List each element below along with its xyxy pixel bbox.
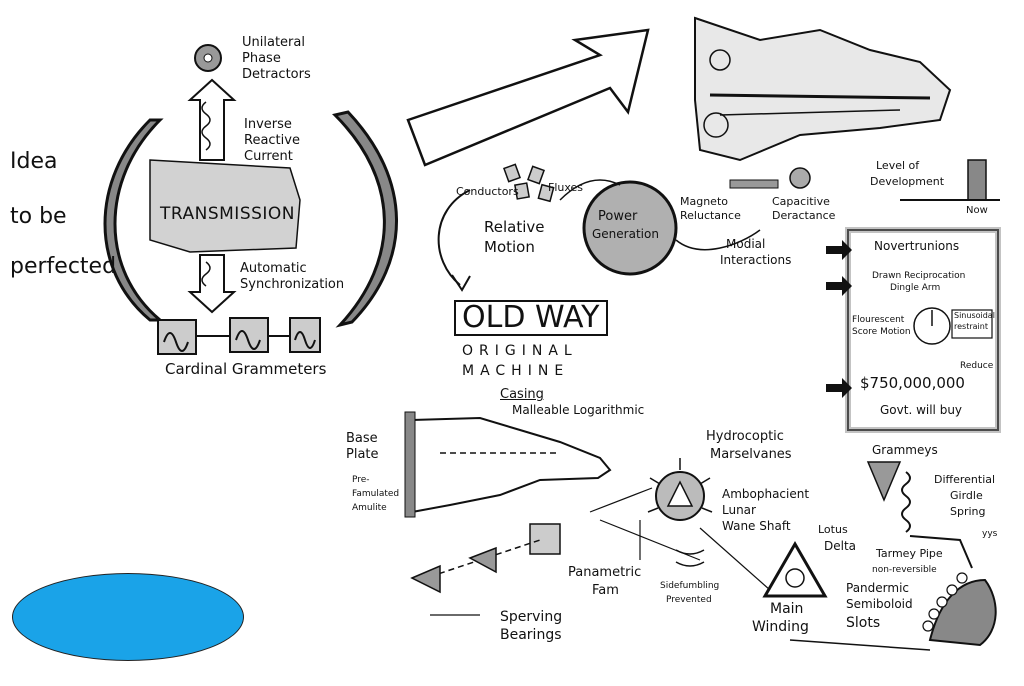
automatic-line1: Automatic (240, 261, 307, 276)
govt-label: Govt. will buy (880, 403, 963, 417)
hydrocoptic-line2: Marselvanes (710, 447, 792, 462)
panametric-line2: Fam (592, 583, 619, 598)
ambophacient-line1: Ambophacient (722, 487, 810, 501)
pandermic-line1: Pandermic (846, 581, 909, 595)
modial-line2: Interactions (720, 253, 792, 267)
sinusoidal-line1: Sinusoidal (954, 311, 995, 320)
cardinal-label: Cardinal Grammeters (165, 360, 327, 378)
magneto-line2: Reluctance (680, 209, 741, 222)
idea-text-3: perfected (10, 254, 117, 279)
left-bracket-shape (103, 118, 165, 322)
machine-label: MACHINE (462, 363, 570, 379)
sperving-icon-1 (410, 564, 441, 594)
hydrocoptic-line1: Hydrocoptic (706, 429, 784, 444)
base-line2: Plate (346, 447, 379, 462)
grammeter-boxes (157, 317, 321, 355)
casing-shape (411, 416, 612, 514)
lotus-line2: Delta (824, 539, 857, 553)
magneto-line1: Magneto (680, 195, 728, 208)
grammeys-shape (866, 461, 902, 502)
capacitive-line1: Capacitive (772, 195, 830, 208)
flourescent-line1: Flourescent (852, 315, 905, 325)
transmission-shape (149, 159, 301, 253)
grammeys-label: Grammeys (872, 443, 938, 457)
prefam-line2: Famulated (352, 489, 400, 499)
sperving-line1: Sperving (500, 609, 563, 625)
unilateral-line3: Detractors (242, 67, 311, 82)
main-winding-line2: Winding (752, 619, 809, 635)
fluxes-label: Fluxes (548, 181, 584, 194)
now-label: Now (966, 205, 988, 216)
sperving-icon-2 (468, 546, 497, 574)
prefam-line1: Pre- (352, 475, 370, 485)
level-bar (967, 159, 987, 201)
reduce-label: Reduce (960, 361, 994, 371)
main-winding-line1: Main (770, 601, 804, 617)
casing-label: Casing (500, 387, 544, 402)
panametric-line1: Panametric (568, 565, 642, 580)
sidefumbling-line1: Sidefumbling (660, 581, 720, 591)
sinusoidal-line2: restraint (954, 322, 988, 331)
power-line2: Generation (592, 227, 659, 241)
conductors-label: Conductors (456, 185, 519, 198)
automatic-line2: Synchronization (240, 277, 345, 292)
pandermic-line3: Slots (846, 615, 881, 631)
drawn-line1: Drawn Reciprocation (872, 271, 966, 281)
relative-line1: Relative (484, 218, 545, 236)
capacitive-line2: Deractance (772, 209, 836, 222)
price-label: $750,000,000 (860, 374, 965, 392)
differential-line2: Girdle (950, 489, 983, 502)
prefam-line3: Amulite (352, 503, 387, 513)
differential-line3: Spring (950, 505, 986, 518)
ambophacient-line3: Wane Shaft (722, 519, 791, 533)
level-line1: Level of (876, 159, 920, 172)
down-arrow-shape (187, 254, 237, 314)
inverse-line1: Inverse (244, 117, 292, 132)
differential-line1: Differential (934, 473, 996, 486)
machine-sketch (694, 16, 952, 162)
idea-text-1: Idea (10, 149, 58, 174)
power-generation-circle (582, 180, 678, 276)
idea-text-2: to be (10, 204, 67, 229)
flourescent-line2: Score Motion (852, 327, 911, 337)
sperving-line2: Bearings (500, 627, 562, 643)
lotus-line1: Lotus (818, 523, 848, 536)
big-arrow-shape (406, 28, 650, 167)
unilateral-line1: Unilateral (242, 35, 305, 50)
inverse-line3: Current (244, 149, 293, 164)
modial-line1: Modial (726, 237, 766, 251)
unilateral-line2: Phase (242, 51, 281, 66)
main-winding-triangle (762, 540, 828, 598)
blue-ellipse (12, 573, 244, 661)
level-line2: Development (870, 175, 945, 188)
old-way-label: OLD WAY (454, 300, 608, 336)
transmission-label: TRANSMISSION (160, 204, 296, 224)
curve-arrow (437, 189, 471, 286)
yys-label: yys (982, 529, 998, 539)
pandermic-slots-shape (928, 578, 997, 647)
original-label: ORIGINAL (462, 343, 578, 359)
malleable-label: Malleable Logarithmic (512, 403, 645, 417)
drawn-line2: Dingle Arm (890, 283, 941, 293)
nonreversible-label: non-reversible (872, 565, 937, 575)
novertrunions-label: Novertrunions (874, 239, 960, 253)
right-bracket-shape (332, 110, 398, 328)
base-line1: Base (346, 431, 378, 446)
up-arrow-shape (187, 78, 237, 161)
inverse-line2: Reactive (244, 133, 300, 148)
tarmey-label: Tarmey Pipe (876, 547, 943, 560)
power-line1: Power (598, 209, 638, 224)
sidefumbling-line2: Prevented (666, 595, 712, 605)
relative-line2: Motion (484, 238, 535, 256)
pandermic-line2: Semiboloid (846, 597, 913, 611)
ambophacient-line2: Lunar (722, 503, 756, 517)
